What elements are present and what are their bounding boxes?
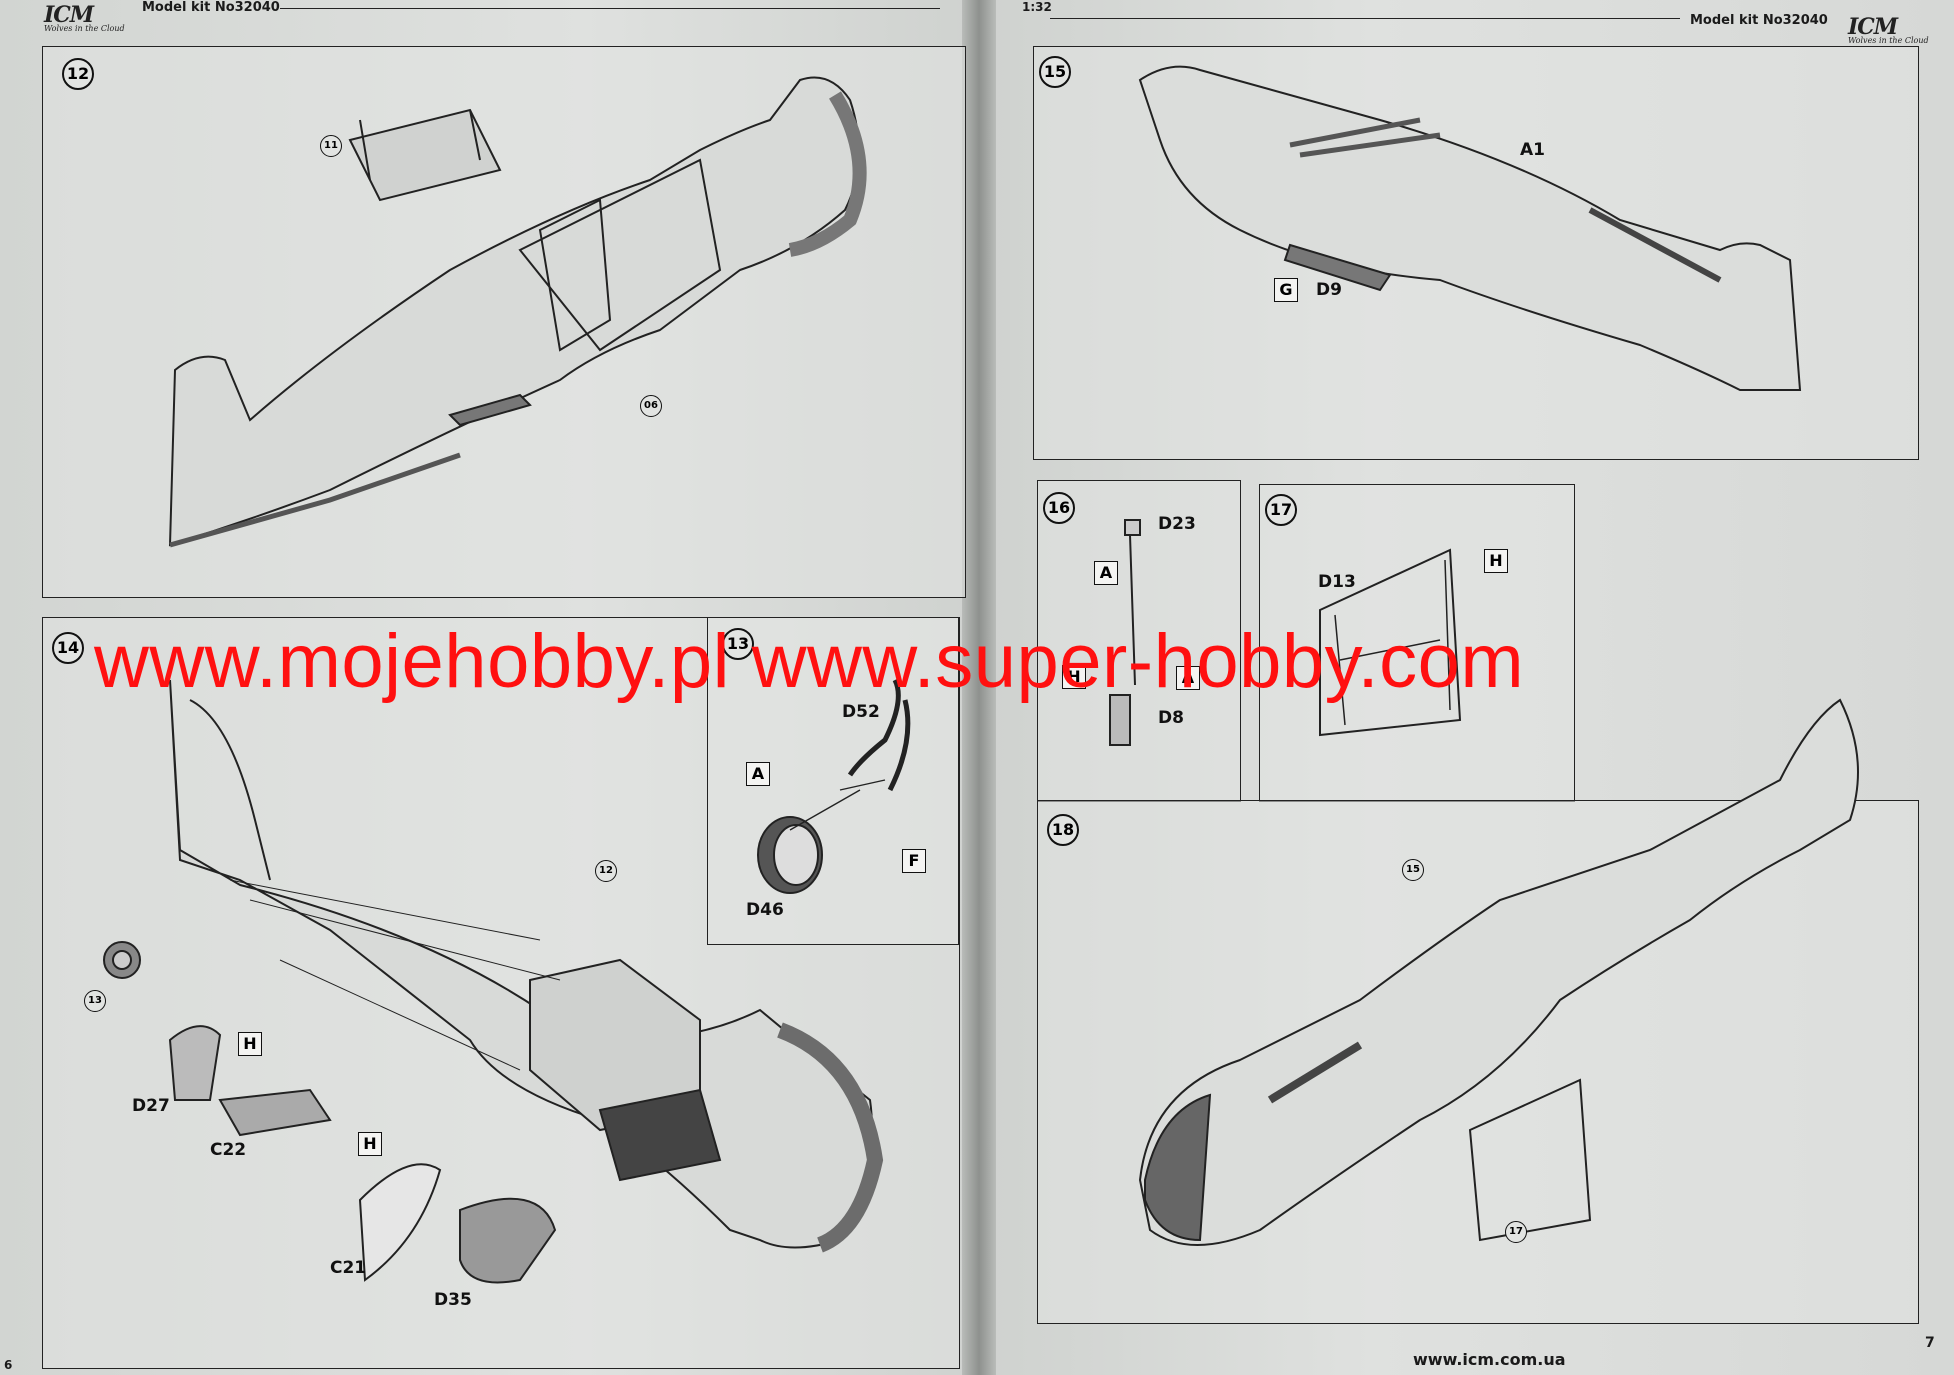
part-label-d23: D23 [1158,514,1196,534]
part-label-d35: D35 [434,1290,472,1310]
part-label-d46: D46 [746,900,784,920]
step-14-number: 14 [52,632,84,664]
part-box-a: A [746,762,770,786]
part-box-h-2: H [358,1132,382,1156]
left-header-title: Model kit No32040 [142,0,280,15]
part-box-h-16: H [1062,665,1086,689]
ref-11: 11 [320,135,342,157]
website-footer[interactable]: www.icm.com.ua [1413,1350,1566,1369]
part-label-d27: D27 [132,1096,170,1116]
left-header-rule [280,8,940,9]
part-label-a1: A1 [1520,140,1545,160]
part-label-d9: D9 [1316,280,1342,300]
part-box-h-1: H [238,1032,262,1056]
ref-06: 06 [640,395,662,417]
part-label-d52: D52 [842,702,880,722]
part-box-h-17: H [1484,549,1508,573]
ref-15: 15 [1402,859,1424,881]
page-gutter [962,0,996,1375]
step-17-number: 17 [1265,494,1297,526]
step-15-number: 15 [1039,56,1071,88]
step-13-number: 13 [722,628,754,660]
part-box-a-16: A [1094,561,1118,585]
step-12-number: 12 [62,58,94,90]
scale-label: 1:32 [1022,0,1052,14]
step-18-number: 18 [1047,814,1079,846]
right-header-title: Model kit No32040 [1690,13,1828,28]
page-number-right: 7 [1925,1335,1935,1351]
part-box-g: G [1274,278,1298,302]
watermark: www.mojehobby.pl www.super-hobby.com [94,619,1525,704]
part-label-d13: D13 [1318,572,1356,592]
right-header-rule [1050,18,1680,19]
ref-13: 13 [84,990,106,1012]
page-number-left: 6 [4,1358,13,1372]
part-label-d8: D8 [1158,708,1184,728]
ref-17: 17 [1505,1221,1527,1243]
step-16-number: 16 [1043,492,1075,524]
ref-12: 12 [595,860,617,882]
part-box-a-16b: A [1176,666,1200,690]
part-label-c21: C21 [330,1258,367,1278]
fuselage-half-15 [1138,65,1802,391]
fuselage-18 [1138,698,1859,1246]
part-label-c22: C22 [210,1140,247,1160]
part-box-f: F [902,849,926,873]
fuselage-half-12 [168,76,860,547]
